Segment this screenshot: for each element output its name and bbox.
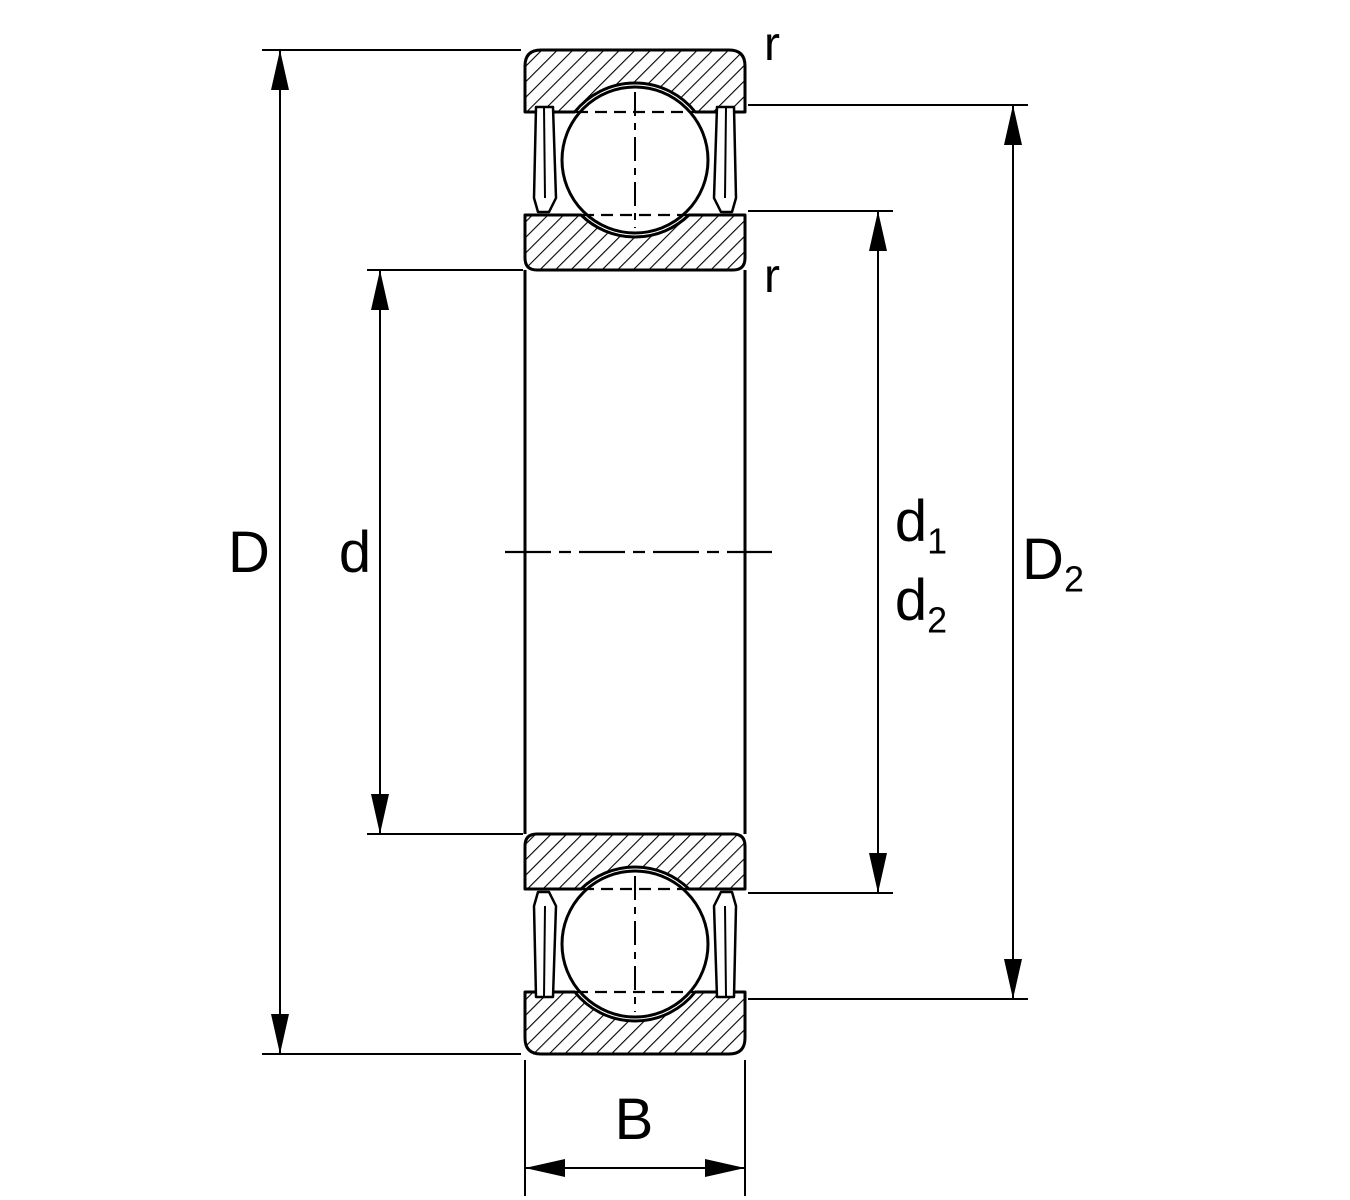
- label-radius-r-outer: r: [764, 18, 780, 71]
- inner-ring-bottom-section: [523, 832, 747, 891]
- seal-bottom-right: [712, 890, 738, 999]
- label-D2-sub: 2: [1063, 558, 1084, 600]
- label-d1-base: d: [894, 489, 928, 554]
- outer-ring-bottom-section: [523, 990, 747, 1056]
- label-d2: d2: [895, 572, 947, 639]
- label-d1-sub: 1: [927, 520, 948, 562]
- seal-bottom-left: [532, 890, 558, 999]
- dimension-B: [524, 1060, 746, 1196]
- dimension-D: [262, 49, 521, 1055]
- label-radius-r-inner: r: [764, 250, 780, 303]
- label-D2: D2: [1022, 531, 1084, 598]
- dimension-d: [367, 269, 523, 835]
- dimension-d1-d2: [748, 210, 893, 894]
- outer-ring-top-section: [523, 48, 747, 114]
- label-d1: d1: [895, 493, 947, 560]
- label-d2-base: d: [894, 568, 928, 633]
- seal-top-left: [532, 105, 558, 214]
- label-outer-diameter-D: D: [228, 520, 270, 585]
- label-D2-base: D: [1022, 527, 1064, 592]
- label-bore-diameter-d: d: [338, 520, 372, 585]
- label-d2-sub: 2: [927, 599, 948, 641]
- dimension-D2: [748, 104, 1028, 1000]
- label-width-B: B: [614, 1087, 654, 1152]
- seal-top-right: [712, 105, 738, 214]
- inner-ring-top-section: [523, 213, 747, 272]
